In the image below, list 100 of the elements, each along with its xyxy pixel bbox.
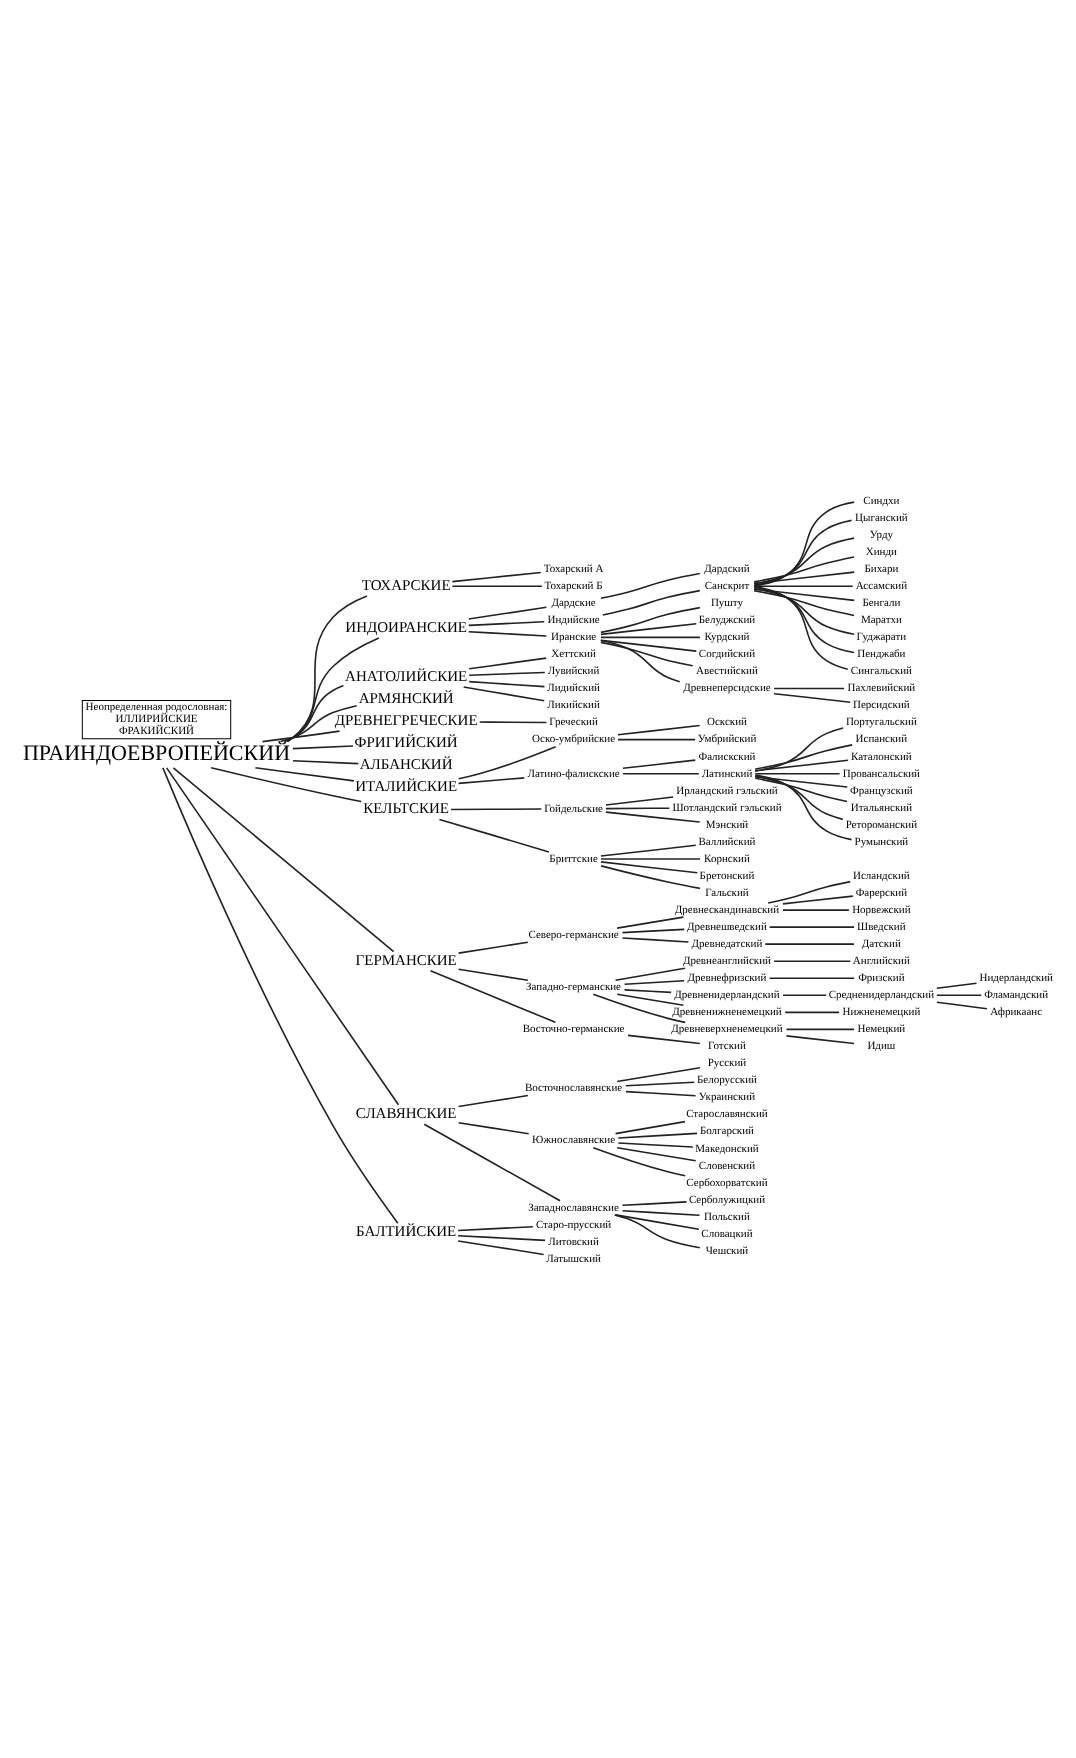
connector xyxy=(285,636,380,742)
connector xyxy=(599,638,681,682)
connector xyxy=(773,691,852,702)
connector xyxy=(753,518,853,585)
connector xyxy=(753,584,854,587)
connector xyxy=(768,925,855,927)
connector xyxy=(785,1034,855,1044)
connector xyxy=(782,908,850,910)
connector xyxy=(625,1089,697,1096)
node-text: БАЛТИЙСКИЕ xyxy=(356,1221,457,1240)
connector xyxy=(162,766,399,1223)
connector xyxy=(782,894,854,904)
connector xyxy=(617,723,701,735)
connector xyxy=(457,776,526,784)
connector xyxy=(613,1213,701,1248)
connector xyxy=(172,766,395,952)
connector xyxy=(261,729,341,742)
connector xyxy=(468,679,546,687)
connector xyxy=(286,594,368,742)
connector xyxy=(768,976,855,979)
connector xyxy=(754,776,848,802)
connector xyxy=(616,1145,697,1161)
connector xyxy=(457,1120,530,1134)
connector xyxy=(467,605,548,619)
connector xyxy=(754,743,853,769)
connector xyxy=(292,744,354,749)
connector xyxy=(423,1122,561,1201)
connector xyxy=(616,992,685,1006)
node-text: ТОХАРСКИЕ xyxy=(361,574,451,593)
connector xyxy=(621,927,686,933)
connector xyxy=(457,940,529,953)
connector xyxy=(617,1141,694,1147)
connector xyxy=(429,969,557,1023)
connector xyxy=(614,966,686,980)
connector xyxy=(753,588,855,616)
connector xyxy=(468,670,546,675)
connector xyxy=(600,605,701,633)
connector xyxy=(284,683,345,742)
connector xyxy=(279,703,358,742)
connector xyxy=(753,587,856,601)
connector xyxy=(605,795,674,805)
connector xyxy=(623,978,685,985)
connector xyxy=(600,860,699,873)
connector xyxy=(457,1093,529,1107)
connector xyxy=(254,765,355,781)
connector xyxy=(753,500,855,586)
connector xyxy=(625,1080,695,1086)
connector xyxy=(451,570,542,582)
connector xyxy=(451,584,543,587)
connector xyxy=(600,621,698,635)
connector xyxy=(773,959,852,961)
connector xyxy=(602,588,701,615)
connector xyxy=(468,656,547,669)
connector xyxy=(292,758,360,764)
node-text: КЕЛЬТСКИЕ xyxy=(363,798,450,817)
node-text: ГЕРМАНСКИЕ xyxy=(355,949,457,968)
connector xyxy=(936,981,978,989)
node-text: ПРАИНДОЕВРОПЕЙСКИЙ xyxy=(22,741,291,766)
connector xyxy=(621,1200,688,1206)
connector xyxy=(462,685,545,701)
connector xyxy=(782,993,827,996)
connector xyxy=(622,758,697,769)
node-text: ДРЕВНЕГРЕЧЕСКИЕ xyxy=(334,710,478,729)
connector xyxy=(605,806,671,809)
connector xyxy=(600,857,701,859)
connector xyxy=(754,774,844,820)
connector xyxy=(616,915,685,928)
connector xyxy=(457,967,529,981)
connector xyxy=(754,773,853,840)
connector xyxy=(478,720,548,723)
connector xyxy=(592,992,686,1023)
connector xyxy=(617,1131,698,1138)
connector xyxy=(764,942,855,944)
connector xyxy=(600,571,701,599)
connector xyxy=(753,584,849,669)
connector xyxy=(614,1213,700,1230)
connector xyxy=(457,1225,534,1231)
connector xyxy=(753,536,855,584)
connector xyxy=(467,619,546,626)
connector xyxy=(753,585,855,653)
node-text: ИНДОИРАНСКИЕ xyxy=(345,616,467,635)
connector xyxy=(773,686,845,689)
connector xyxy=(616,1066,701,1082)
connector xyxy=(754,726,844,771)
connector xyxy=(622,771,700,774)
connector xyxy=(754,771,841,774)
connector xyxy=(457,744,557,779)
connector xyxy=(784,1010,840,1013)
node-text: СЛАВЯНСКИЕ xyxy=(355,1103,457,1122)
connector xyxy=(165,766,400,1105)
connector xyxy=(600,864,701,889)
connector xyxy=(753,586,855,635)
connector xyxy=(592,1145,686,1176)
connector xyxy=(753,555,855,582)
connector xyxy=(753,570,856,584)
connector xyxy=(605,810,701,822)
connector xyxy=(936,993,983,996)
connector xyxy=(600,638,698,651)
connector xyxy=(767,879,851,903)
connector xyxy=(614,1119,686,1134)
